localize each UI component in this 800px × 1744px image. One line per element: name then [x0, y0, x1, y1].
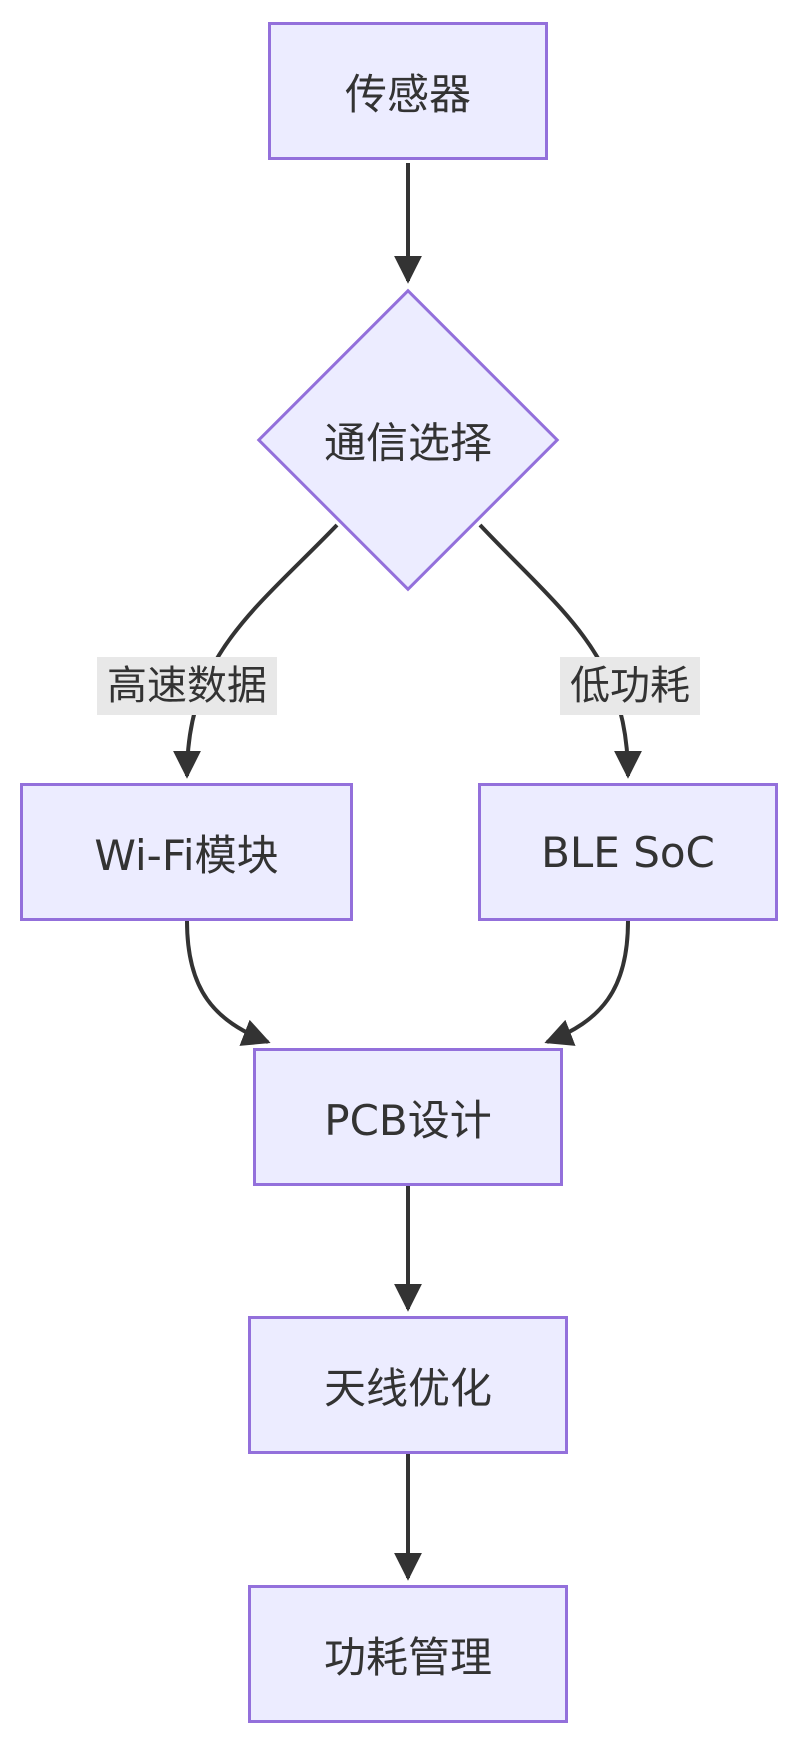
node-antenna-optimization: 天线优化: [248, 1316, 568, 1454]
node-pcb-design-label: PCB设计: [324, 1095, 492, 1145]
edge-wifi-to-pcb: [185, 920, 271, 1046]
node-decision-label: 通信选择: [323, 418, 493, 468]
edge-decision-to-wifi: [173, 523, 339, 779]
node-power-management: 功耗管理: [248, 1585, 568, 1723]
node-power-management-label: 功耗管理: [323, 1632, 492, 1682]
node-sensor-label: 传感器: [344, 69, 471, 119]
node-ble-soc: BLE SoC: [478, 783, 778, 921]
edge-decision-to-ble: [478, 523, 642, 779]
edge-ble-to-pcb: [544, 920, 630, 1046]
edge-label-high-speed-data: 高速数据: [97, 657, 277, 715]
node-ble-soc-label: BLE SoC: [541, 827, 715, 877]
node-wifi-module-label: Wi-Fi模块: [94, 830, 279, 880]
node-pcb-design: PCB设计: [253, 1048, 563, 1186]
edge-label-low-power: 低功耗: [560, 657, 700, 715]
node-antenna-optimization-label: 天线优化: [323, 1363, 492, 1413]
node-wifi-module: Wi-Fi模块: [20, 783, 353, 921]
node-sensor: 传感器: [268, 22, 548, 160]
